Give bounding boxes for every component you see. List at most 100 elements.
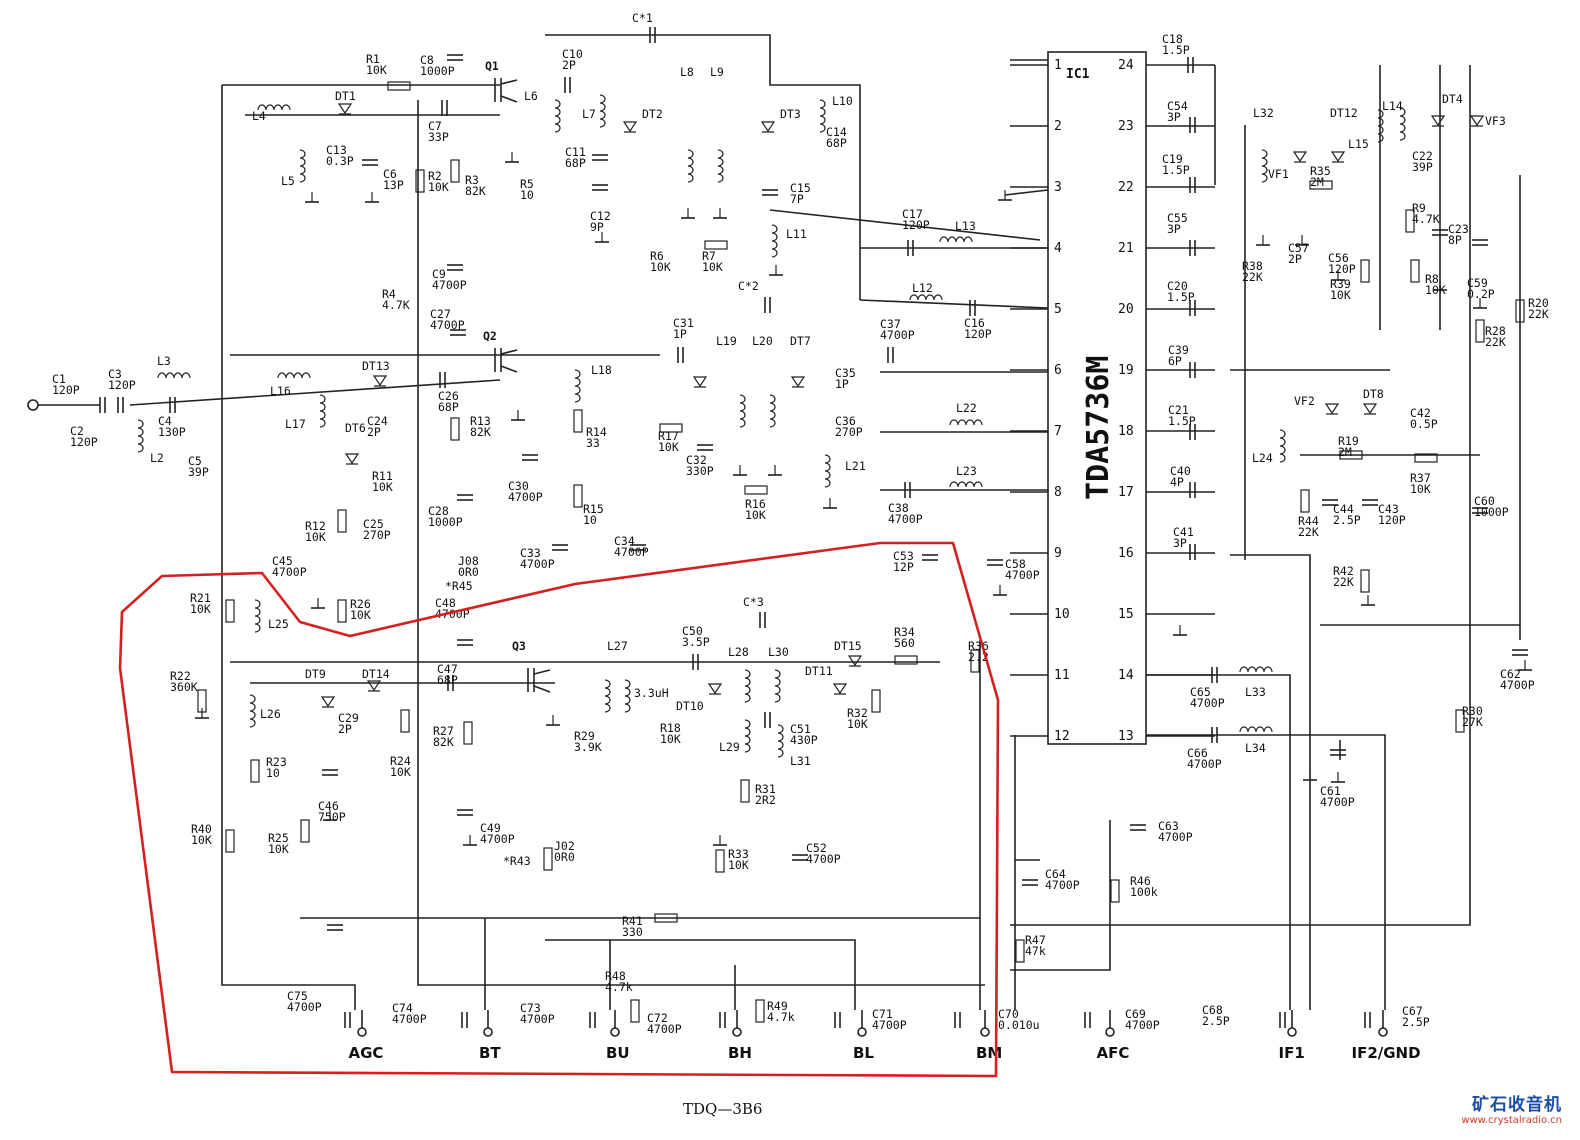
ic1-pin-left: 5: [1054, 302, 1062, 317]
component-ref: C31: [673, 316, 694, 330]
component-ref: VF2: [1294, 394, 1315, 408]
component-value: 2.5P: [1402, 1015, 1430, 1029]
resistor: [1414, 453, 1438, 463]
component-ref: R21: [190, 591, 211, 605]
component-ref: C34: [614, 534, 635, 548]
wire: [859, 299, 1049, 309]
component-ref: L17: [285, 417, 306, 431]
resistor: [225, 829, 235, 853]
inductor: [744, 719, 751, 753]
component-value: 10K: [847, 717, 868, 731]
component-value: 4700P: [272, 565, 307, 579]
component-value: 10K: [191, 833, 212, 847]
watermark-url: www.crystalradio.cn: [1461, 1115, 1562, 1126]
inductor: [909, 294, 943, 301]
component-ref: R32: [847, 706, 868, 720]
component-value: 4700P: [880, 328, 915, 342]
component-value: 1P: [673, 327, 687, 341]
resistor: [1455, 709, 1465, 733]
inductor: [249, 694, 256, 728]
component-value: 47k: [1025, 944, 1046, 958]
component-ref: C10: [562, 47, 583, 61]
resistor: [740, 779, 750, 803]
resistor: [654, 913, 678, 923]
inductor: [819, 99, 826, 133]
component-value: 4700P: [1187, 757, 1222, 771]
ic1-pin-left: 10: [1054, 607, 1070, 622]
component-ref: C13: [326, 143, 347, 157]
component-ref: R13: [470, 414, 491, 428]
component-value: 10K: [745, 508, 766, 522]
component-ref: C67: [1402, 1004, 1423, 1018]
component-value: 39P: [1412, 160, 1433, 174]
component-value: 130P: [158, 425, 186, 439]
component-ref: C61: [1320, 784, 1341, 798]
component-ref: C27: [430, 307, 451, 321]
resistor: [744, 485, 768, 495]
component-value: 10K: [390, 765, 411, 779]
component-ref: R28: [1485, 324, 1506, 338]
component-ref: C16: [964, 316, 985, 330]
resistor: [1515, 299, 1525, 323]
inductor: [604, 679, 611, 713]
component-value: 330: [622, 925, 643, 939]
component-ref: C62: [1500, 667, 1521, 681]
component-value: 100k: [1130, 885, 1158, 899]
component-ref: C22: [1412, 149, 1433, 163]
component-ref: R34: [894, 625, 915, 639]
component-value: 2P: [562, 58, 576, 72]
wire: [1010, 820, 1111, 971]
component-value: 3.5P: [682, 635, 710, 649]
wire: [1010, 65, 1471, 926]
component-ref: *R45: [445, 579, 473, 593]
component-value: 4700P: [392, 1012, 427, 1026]
inductor: [939, 236, 973, 243]
component-ref: DT9: [305, 667, 326, 681]
component-ref: R22: [170, 669, 191, 683]
resistor: [250, 759, 260, 783]
inductor: [949, 419, 983, 426]
component-value: 10K: [372, 480, 393, 494]
component-value: 7P: [790, 192, 804, 206]
component-value: 2P: [1288, 252, 1302, 266]
resistor: [1300, 489, 1310, 513]
component-ref: R23: [266, 755, 287, 769]
wire: [545, 939, 856, 1010]
component-ref: C70: [998, 1007, 1019, 1021]
inductor: [277, 372, 311, 379]
component-ref: R33: [728, 847, 749, 861]
component-value: 10K: [660, 732, 681, 746]
component-value: 120P: [52, 383, 80, 397]
component-ref: C57: [1288, 241, 1309, 255]
component-symbols: [99, 27, 1532, 1028]
resistor: [704, 240, 728, 250]
component-ref: R6: [650, 249, 664, 263]
component-value: 4P: [1170, 475, 1184, 489]
component-value: 10K: [305, 530, 326, 544]
varactor-diode: [692, 376, 708, 388]
component-ref: R17: [658, 429, 679, 443]
component-value: 10K: [190, 602, 211, 616]
inductor: [554, 99, 561, 133]
varactor-diode: [790, 376, 806, 388]
component-ref: C15: [790, 181, 811, 195]
component-ref: C*1: [632, 11, 653, 25]
component-value: 68P: [826, 136, 847, 150]
component-value: 4700P: [614, 545, 649, 559]
ic1-pin-right: 24: [1118, 58, 1134, 73]
component-value: 120P: [902, 218, 930, 232]
component-ref: R26: [350, 597, 371, 611]
component-value: 2M: [1338, 445, 1352, 459]
component-value: 4700P: [1190, 696, 1225, 710]
component-ref: DT1: [335, 89, 356, 103]
component-ref: L14: [1382, 99, 1403, 113]
resistor: [871, 689, 881, 713]
ic1-pin-left: 4: [1054, 241, 1062, 256]
component-ref: R49: [767, 999, 788, 1013]
terminal-if1: IF1: [1279, 1044, 1305, 1062]
component-ref: C*2: [738, 279, 759, 293]
component-value: 4.7K: [1412, 212, 1440, 226]
resistor: [1360, 569, 1370, 593]
component-ref: L20: [752, 334, 773, 348]
inductor: [1239, 666, 1273, 673]
